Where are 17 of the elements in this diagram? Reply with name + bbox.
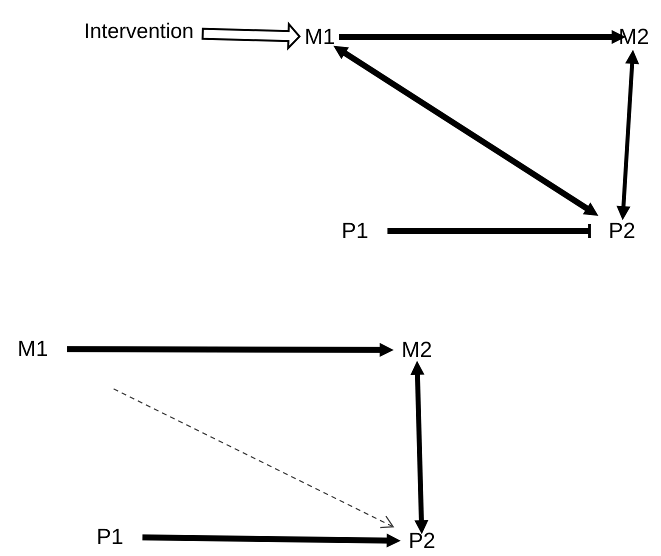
arrow bbox=[67, 342, 394, 357]
block-arrow bbox=[202, 22, 301, 51]
node-label: P2 bbox=[608, 219, 636, 243]
arrow bbox=[339, 30, 626, 44]
arrow bbox=[142, 534, 401, 548]
node-label: M1 bbox=[304, 25, 336, 49]
node-label: Intervention bbox=[83, 20, 195, 44]
arrow bbox=[333, 46, 598, 216]
arrow bbox=[410, 360, 428, 534]
node-label: M2 bbox=[400, 338, 434, 362]
node-label: M1 bbox=[16, 337, 50, 361]
dashed-arrow bbox=[113, 388, 394, 528]
arrow bbox=[616, 50, 640, 220]
node-label: P1 bbox=[96, 525, 124, 549]
node-label: M2 bbox=[618, 25, 650, 49]
node-label: P2 bbox=[408, 529, 436, 553]
node-label: P1 bbox=[340, 219, 370, 243]
